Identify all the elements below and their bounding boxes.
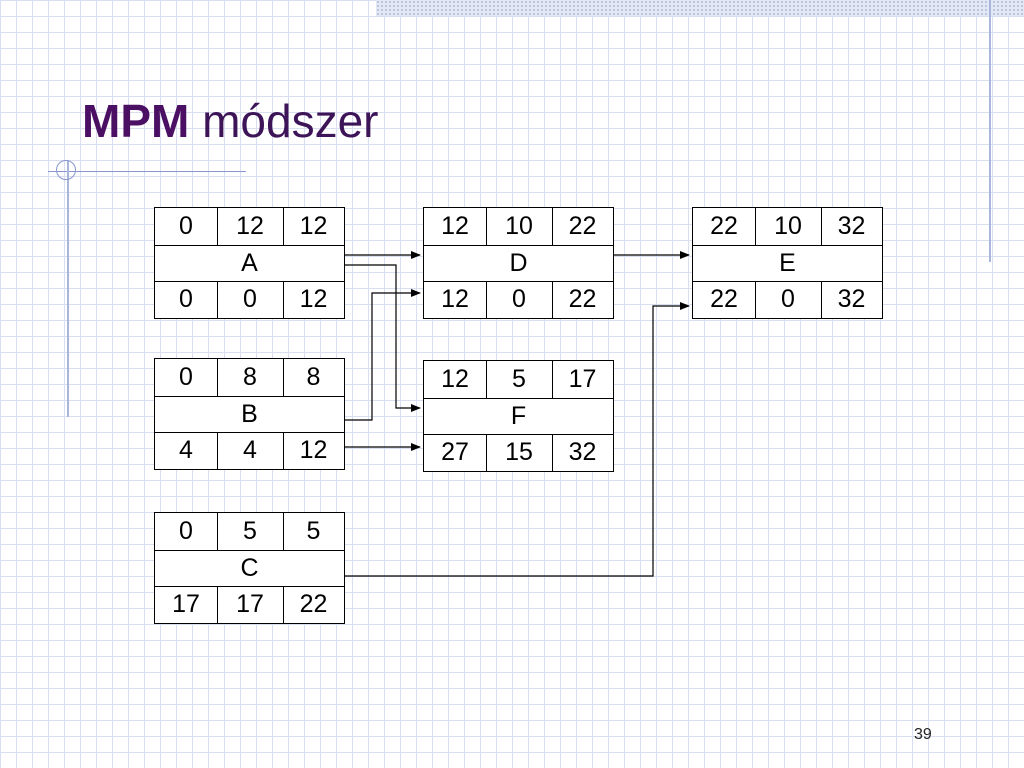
decorative-title-underline <box>48 171 246 172</box>
node-b-duration: 8 <box>217 359 284 396</box>
node-d-duration: 10 <box>486 208 553 245</box>
node-e-label: E <box>779 248 796 277</box>
node-f-early-finish: 17 <box>568 365 597 393</box>
node-b-float: 4 <box>217 432 284 469</box>
node-c-late-row: 17 17 22 <box>155 586 344 623</box>
node-d-label: D <box>509 248 528 277</box>
node-f-label: F <box>510 401 527 430</box>
edge-c-to-e <box>345 302 690 577</box>
node-d-float: 0 <box>486 281 553 318</box>
node-e: 22 10 32 E 22 0 32 <box>692 207 883 319</box>
slide-title-bold: MPM <box>82 95 190 147</box>
node-c-float: 17 <box>217 586 284 623</box>
node-b-late-row: 4 4 12 <box>155 432 344 469</box>
node-a-early-finish: 12 <box>299 212 328 240</box>
node-f-late-row: 27 15 32 <box>424 434 613 471</box>
node-a-early-start: 0 <box>155 208 218 245</box>
node-a-late-finish: 12 <box>299 285 328 313</box>
node-a-float: 0 <box>217 281 284 318</box>
node-c-early-finish: 5 <box>306 517 321 545</box>
node-a: 0 12 12 A 0 0 12 <box>154 207 345 319</box>
node-e-late-row: 22 0 32 <box>693 281 882 318</box>
node-f-duration: 5 <box>486 361 553 398</box>
decorative-left-line <box>67 160 69 417</box>
node-a-late-start: 0 <box>155 281 218 318</box>
node-d-late-row: 12 0 22 <box>424 281 613 318</box>
node-f: 12 5 17 F 27 15 32 <box>423 360 614 472</box>
slide-title: MPM módszer <box>82 94 379 148</box>
node-d-late-start: 12 <box>424 281 487 318</box>
node-d-early-start: 12 <box>424 208 487 245</box>
node-d: 12 10 22 D 12 0 22 <box>423 207 614 319</box>
node-c: 0 5 5 C 17 17 22 <box>154 512 345 624</box>
node-d-early-row: 12 10 22 <box>424 208 613 246</box>
node-d-early-finish: 22 <box>568 212 597 240</box>
node-c-early-start: 0 <box>155 513 218 550</box>
edge-b-to-d <box>345 289 421 421</box>
node-b-late-finish: 12 <box>299 436 328 464</box>
page-number: 39 <box>914 726 932 743</box>
node-c-late-finish: 22 <box>299 590 328 618</box>
node-c-label: C <box>240 553 259 582</box>
node-a-late-row: 0 0 12 <box>155 281 344 318</box>
node-f-float: 15 <box>486 434 553 471</box>
node-b: 0 8 8 B 4 4 12 <box>154 358 345 470</box>
decorative-top-band <box>376 0 1024 16</box>
node-e-early-finish: 32 <box>837 212 866 240</box>
node-e-late-finish: 32 <box>837 285 866 313</box>
node-f-late-finish: 32 <box>568 438 597 466</box>
node-a-duration: 12 <box>217 208 284 245</box>
decorative-right-line <box>989 0 991 262</box>
node-f-early-row: 12 5 17 <box>424 361 613 399</box>
node-b-early-row: 0 8 8 <box>155 359 344 397</box>
node-e-early-start: 22 <box>693 208 756 245</box>
node-b-late-start: 4 <box>155 432 218 469</box>
slide-title-rest: módszer <box>202 95 379 147</box>
node-c-early-row: 0 5 5 <box>155 513 344 551</box>
node-b-early-finish: 8 <box>306 363 321 391</box>
decorative-circle-icon <box>56 160 76 180</box>
node-e-late-start: 22 <box>693 281 756 318</box>
node-f-early-start: 12 <box>424 361 487 398</box>
node-e-early-row: 22 10 32 <box>693 208 882 246</box>
node-b-early-start: 0 <box>155 359 218 396</box>
node-e-float: 0 <box>755 281 822 318</box>
edge-a-to-f <box>345 264 421 412</box>
node-a-label: A <box>241 248 258 277</box>
node-d-late-finish: 22 <box>568 285 597 313</box>
node-f-late-start: 27 <box>424 434 487 471</box>
node-e-duration: 10 <box>755 208 822 245</box>
node-c-late-start: 17 <box>155 586 218 623</box>
node-c-duration: 5 <box>217 513 284 550</box>
node-b-label: B <box>241 399 258 428</box>
node-a-early-row: 0 12 12 <box>155 208 344 246</box>
